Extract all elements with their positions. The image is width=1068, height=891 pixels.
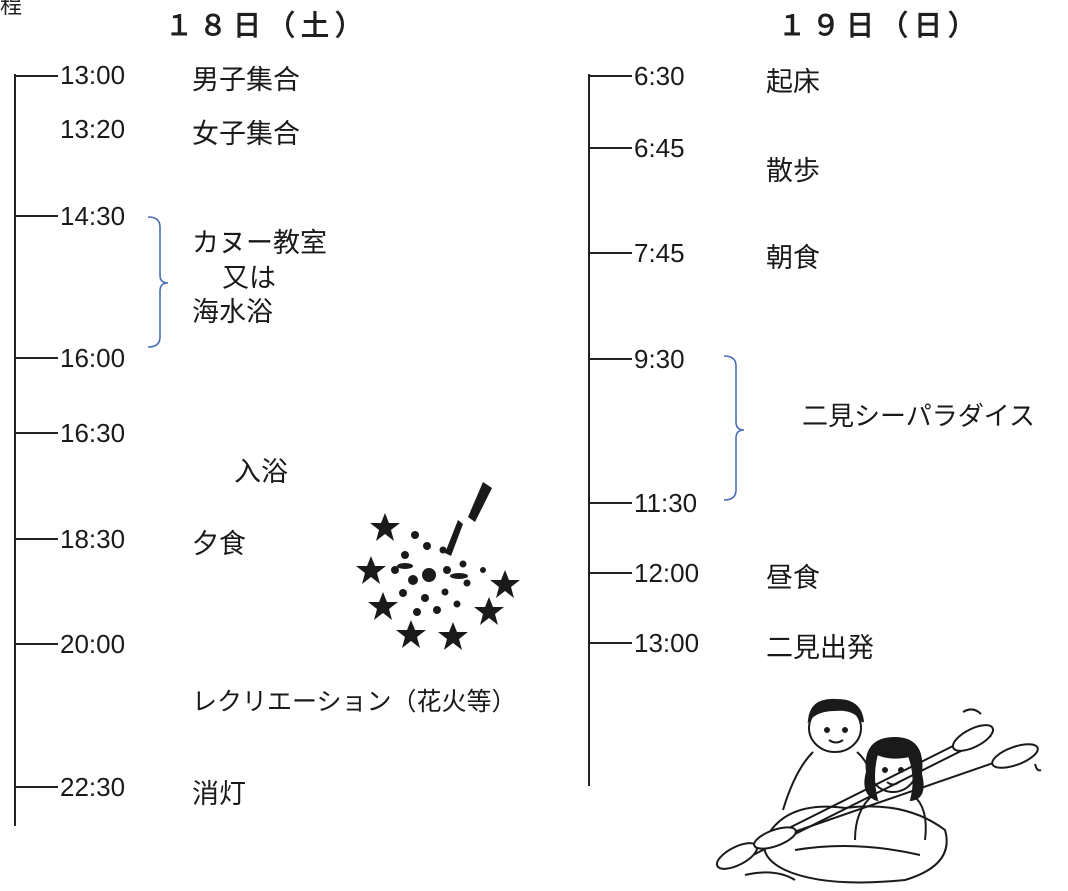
event-lights-out: 消灯 [192,779,246,810]
day1-title: １８日（土） [165,9,370,42]
event-canoe-class: カヌー教室 [192,228,327,259]
day2-bracket [723,355,745,501]
day2-tick [588,252,632,254]
day2-time: 6:30 [634,61,685,91]
day2-time: 11:30 [634,488,698,518]
event-sea-bathing: 海水浴 [192,297,273,328]
day2-tick [588,358,632,360]
day1-tick [14,432,58,434]
day2-tick [588,147,632,149]
event-women-assembly: 女子集合 [192,119,300,150]
event-walk: 散歩 [766,156,820,187]
day2-tick [588,502,632,504]
day2-title: １９日（日） [778,9,983,42]
day1-time: 16:30 [60,418,126,448]
day2-time: 12:00 [634,558,700,588]
day1-time: 20:00 [60,629,126,659]
event-dinner: 夕食 [192,529,246,560]
event-sea-paradise: 二見シーパラダイス [802,402,1035,432]
day2-tick [588,642,632,644]
event-depart: 二見出発 [766,633,874,664]
day1-time: 13:00 [60,60,126,90]
day2-tick [588,572,632,574]
event-recreation: レクリエーション（花火等） [192,687,517,716]
day1-time: 22:30 [60,772,126,802]
event-men-assembly: 男子集合 [192,65,300,96]
event-breakfast: 朝食 [766,243,820,274]
day2-tick [588,75,632,77]
event-lunch: 昼食 [766,563,820,594]
day1-timeline [14,74,16,826]
day1-tick [14,75,58,77]
event-bath: 入浴 [234,457,288,488]
corner-mark: 程 [0,0,23,19]
day1-time: 18:30 [60,524,126,554]
day1-tick [14,215,58,217]
day1-tick [14,538,58,540]
day2-time: 9:30 [634,344,685,374]
day1-time: 14:30 [60,201,126,231]
day1-time: 16:00 [60,343,126,373]
canoe-illustration [715,698,1042,884]
day1-bracket [147,216,169,348]
day1-tick [14,357,58,359]
day1-tick [14,786,58,788]
day2-time: 13:00 [634,628,700,658]
day2-time: 7:45 [634,238,685,268]
event-or: 又は [222,263,276,294]
day1-time: 13:20 [60,114,126,144]
day2-timeline [588,74,590,786]
day1-tick [14,643,58,645]
fireworks-illustration [356,482,520,650]
event-wake: 起床 [766,67,820,98]
day2-time: 6:45 [634,133,685,163]
